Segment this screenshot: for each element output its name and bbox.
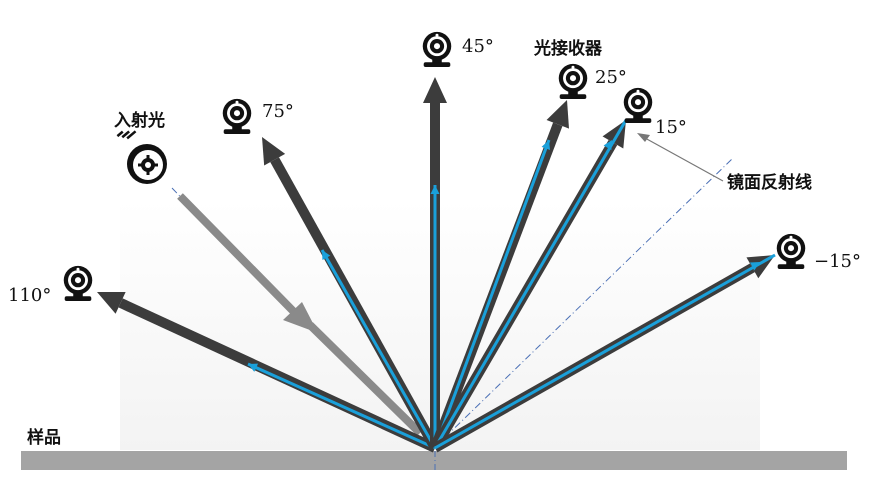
webcam-icon-45 — [422, 31, 452, 68]
receiver-label: 光接收器 — [533, 38, 603, 59]
arrow-110 — [97, 292, 438, 453]
arrow-15 — [430, 119, 628, 451]
webcam-icon-75 — [222, 98, 252, 135]
receiver-arrows — [97, 77, 776, 453]
angle-label-25: 25° — [595, 67, 627, 88]
arrow-45 — [423, 77, 447, 448]
light-source-icon — [116, 130, 167, 184]
webcam-icon-25 — [558, 63, 588, 100]
angle-label-110: 110° — [8, 285, 51, 306]
webcam-icon-15 — [623, 87, 653, 124]
angle-label-75: 75° — [262, 101, 294, 122]
sample-label: 样品 — [27, 427, 61, 448]
mirror-pointer-head — [637, 133, 650, 142]
arrow-minus15 — [432, 253, 776, 453]
angle-label-minus15: −15° — [814, 251, 861, 272]
angle-label-45: 45° — [462, 36, 494, 57]
webcam-icon-110 — [63, 265, 93, 302]
incident-arrow — [177, 193, 423, 436]
incident-label: 入射光 — [114, 110, 165, 131]
mirror-label: 镜面反射线 — [727, 172, 812, 193]
arrow-75 — [262, 137, 440, 451]
mirror-pointer-line — [644, 137, 724, 182]
angle-label-15: 15° — [655, 117, 687, 138]
webcam-icon-minus15 — [776, 233, 806, 270]
arrow-25 — [430, 100, 569, 450]
sample-bar — [21, 451, 847, 470]
